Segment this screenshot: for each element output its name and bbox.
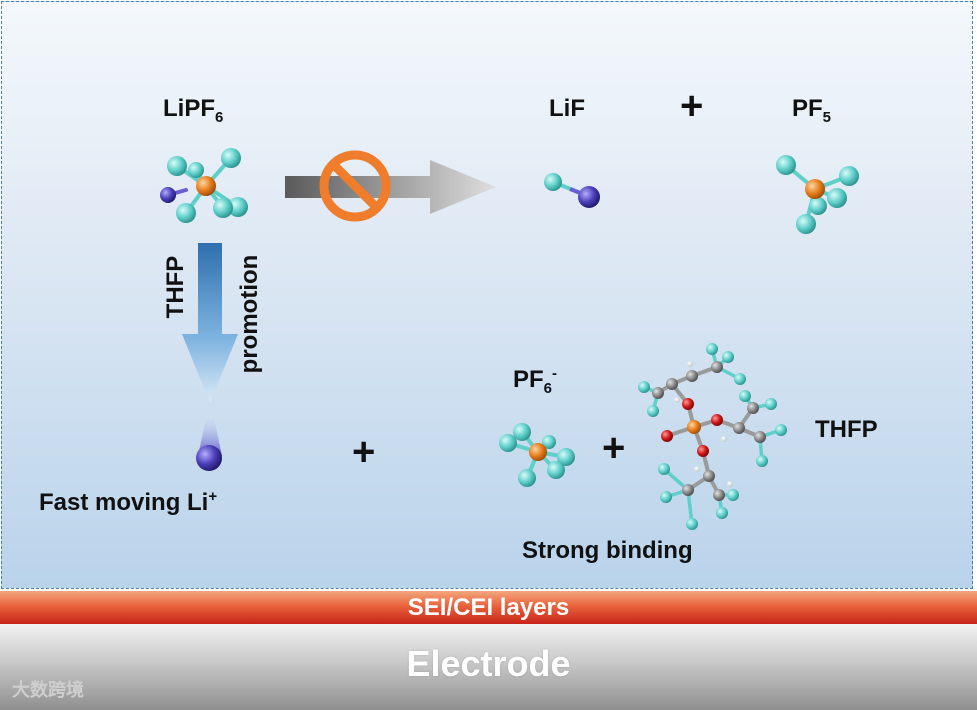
gray-arrow: [285, 160, 496, 214]
sei-cei-layer: SEI/CEI layers: [0, 591, 977, 624]
thfp-molecule: [638, 343, 787, 530]
thfp-molecule-label: THFP: [815, 416, 878, 443]
diagram-panel: [1, 1, 973, 589]
lif-label: LiF: [549, 95, 585, 122]
blue-down-arrow: [182, 243, 238, 403]
lipf6-molecule: [160, 148, 248, 223]
fast-li-ion: [196, 418, 222, 471]
fast-li-label: Fast moving Li+: [39, 488, 218, 516]
strong-binding-label: Strong binding: [522, 537, 693, 564]
pf6-anion-molecule: [499, 423, 575, 487]
prohibition-icon: [319, 150, 391, 222]
plus-sign-right: +: [602, 426, 626, 470]
thfp-vertical-label: THFP: [162, 255, 189, 319]
pf5-label: PF5: [792, 95, 832, 126]
plus-sign-top: +: [680, 84, 704, 128]
lipf6-label: LiPF6: [163, 95, 224, 126]
plus-sign-left: +: [352, 430, 376, 474]
lif-molecule: [544, 173, 600, 208]
promotion-label: promotion: [236, 254, 263, 374]
pf6-anion-label: PF6-: [513, 365, 558, 397]
pf5-molecule: [776, 155, 859, 234]
watermark-logo: 大数跨境: [12, 680, 84, 700]
electrode-layer: Electrode: [0, 624, 977, 710]
